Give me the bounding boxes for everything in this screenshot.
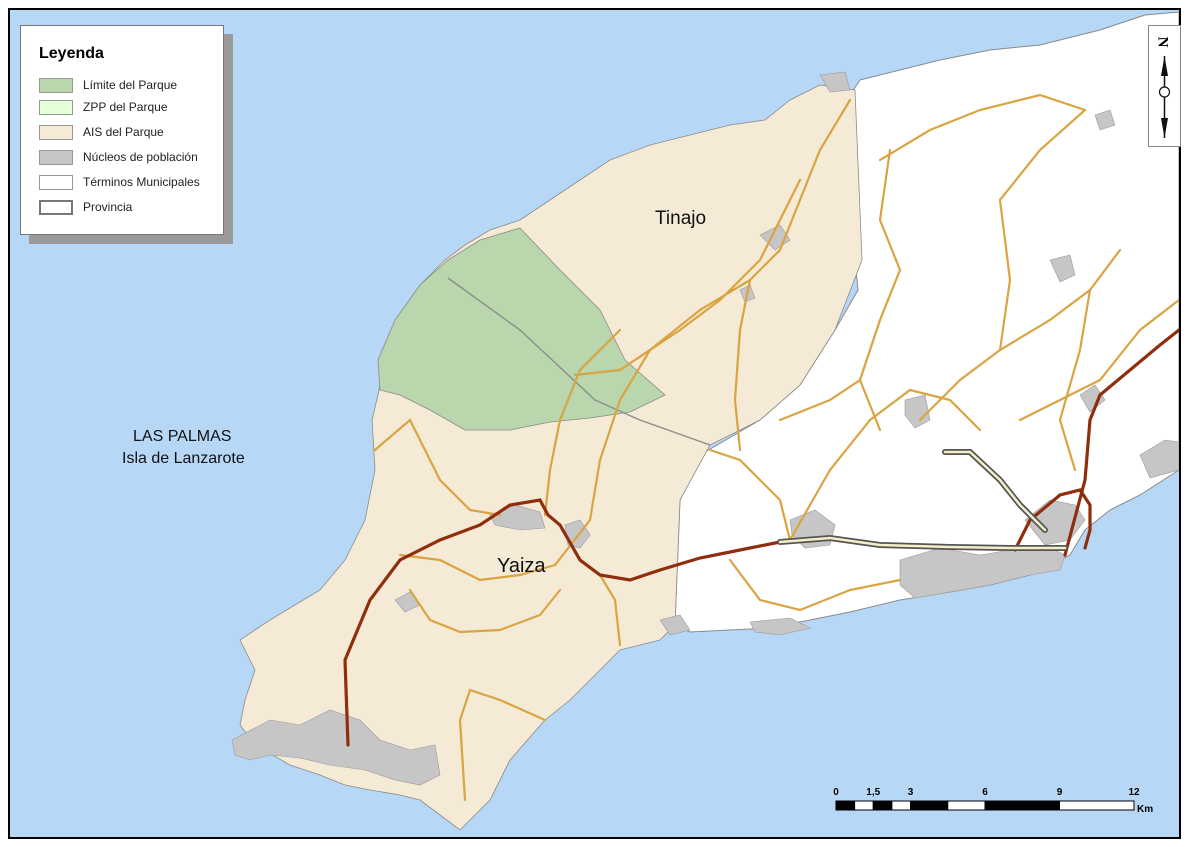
legend-item-terminos: Términos Municipales xyxy=(39,173,200,191)
urban-nucleus xyxy=(659,614,691,636)
legend-swatch xyxy=(39,199,73,215)
scale-bar-unit: Km xyxy=(1137,804,1153,815)
main-road xyxy=(343,498,782,747)
legend-title: Leyenda xyxy=(39,45,104,62)
secondary-road xyxy=(458,688,547,802)
highway-center xyxy=(778,536,1067,550)
scale-bar-tick-label: 1,5 xyxy=(866,787,880,798)
scale-bar-segment xyxy=(872,800,893,811)
scale-bar-segment xyxy=(1059,800,1135,811)
legend-swatch xyxy=(39,174,73,190)
urban-nucleus xyxy=(819,71,851,93)
scale-bar-segment xyxy=(854,800,874,811)
scale-bar-segment xyxy=(910,800,949,811)
urban-nucleus xyxy=(1094,109,1116,131)
scale-bar-tick-label: 9 xyxy=(1057,787,1063,798)
north-letter: N xyxy=(1155,37,1171,48)
scale-bar-tick-label: 12 xyxy=(1128,787,1140,798)
urban-nucleus xyxy=(231,709,441,786)
scale-bar-tick-label: 0 xyxy=(833,787,839,798)
north-arrow-icon: N xyxy=(1155,37,1171,138)
highway-center xyxy=(943,450,1047,532)
urban-nucleus xyxy=(1049,254,1076,283)
legend-label: Términos Municipales xyxy=(83,175,200,189)
province-label: LAS PALMAS xyxy=(133,428,232,445)
secondary-road xyxy=(918,248,1122,422)
scale-bar-tick-label: 6 xyxy=(982,787,988,798)
urban-nucleus xyxy=(899,544,1066,599)
legend-panel: Leyenda Límite del Parque ZPP del Parque… xyxy=(20,25,224,235)
legend-item-provincia: Provincia xyxy=(39,198,132,216)
legend-item-zpp: ZPP del Parque xyxy=(39,98,168,116)
secondary-road xyxy=(1058,288,1092,472)
legend-label: AIS del Parque xyxy=(83,125,164,139)
legend-item-limite: Límite del Parque xyxy=(39,76,177,94)
scale-bar-segment xyxy=(947,800,986,811)
secondary-road xyxy=(733,278,752,452)
secondary-road xyxy=(598,573,622,647)
secondary-road xyxy=(1018,298,1181,422)
yaiza-label: Yaiza xyxy=(497,555,546,577)
legend-swatch xyxy=(39,149,73,165)
secondary-road xyxy=(573,178,802,377)
secondary-road xyxy=(858,148,902,432)
tinajo-label: Tinajo xyxy=(655,208,707,229)
urban-nucleus xyxy=(749,617,811,636)
secondary-road xyxy=(778,378,862,422)
island-label: Isla de Lanzarote xyxy=(122,450,245,467)
main-road xyxy=(1063,328,1181,557)
urban-nucleus xyxy=(904,394,931,429)
legend-item-ais: AIS del Parque xyxy=(39,123,164,141)
main-road xyxy=(1013,488,1092,552)
secondary-road xyxy=(543,328,622,517)
legend-label: Límite del Parque xyxy=(83,78,178,92)
ais-area xyxy=(239,84,863,831)
secondary-road xyxy=(998,108,1087,352)
secondary-road xyxy=(878,93,1087,162)
secondary-road xyxy=(708,448,792,542)
legend-swatch xyxy=(39,124,73,140)
secondary-road xyxy=(553,98,852,567)
secondary-road xyxy=(408,588,562,634)
legend-label: Provincia xyxy=(83,200,133,214)
secondary-road xyxy=(398,553,557,582)
legend-label: ZPP del Parque xyxy=(83,100,168,114)
legend-swatch xyxy=(39,99,73,115)
secondary-road xyxy=(788,388,982,542)
legend-swatch xyxy=(39,77,73,93)
scale-bar-tick-label: 3 xyxy=(908,787,914,798)
secondary-road xyxy=(728,558,902,612)
urban-nucleus xyxy=(1079,384,1106,413)
scale-bar-segment xyxy=(984,800,1060,811)
legend-item-nucleos: Núcleos de población xyxy=(39,148,198,166)
scale-bar-segment xyxy=(835,800,856,811)
scale-bar-segment xyxy=(891,800,911,811)
municipal-boundary xyxy=(447,277,711,446)
secondary-road xyxy=(373,418,502,517)
legend-label: Núcleos de población xyxy=(83,150,198,164)
north-arrow: N xyxy=(1148,25,1181,147)
